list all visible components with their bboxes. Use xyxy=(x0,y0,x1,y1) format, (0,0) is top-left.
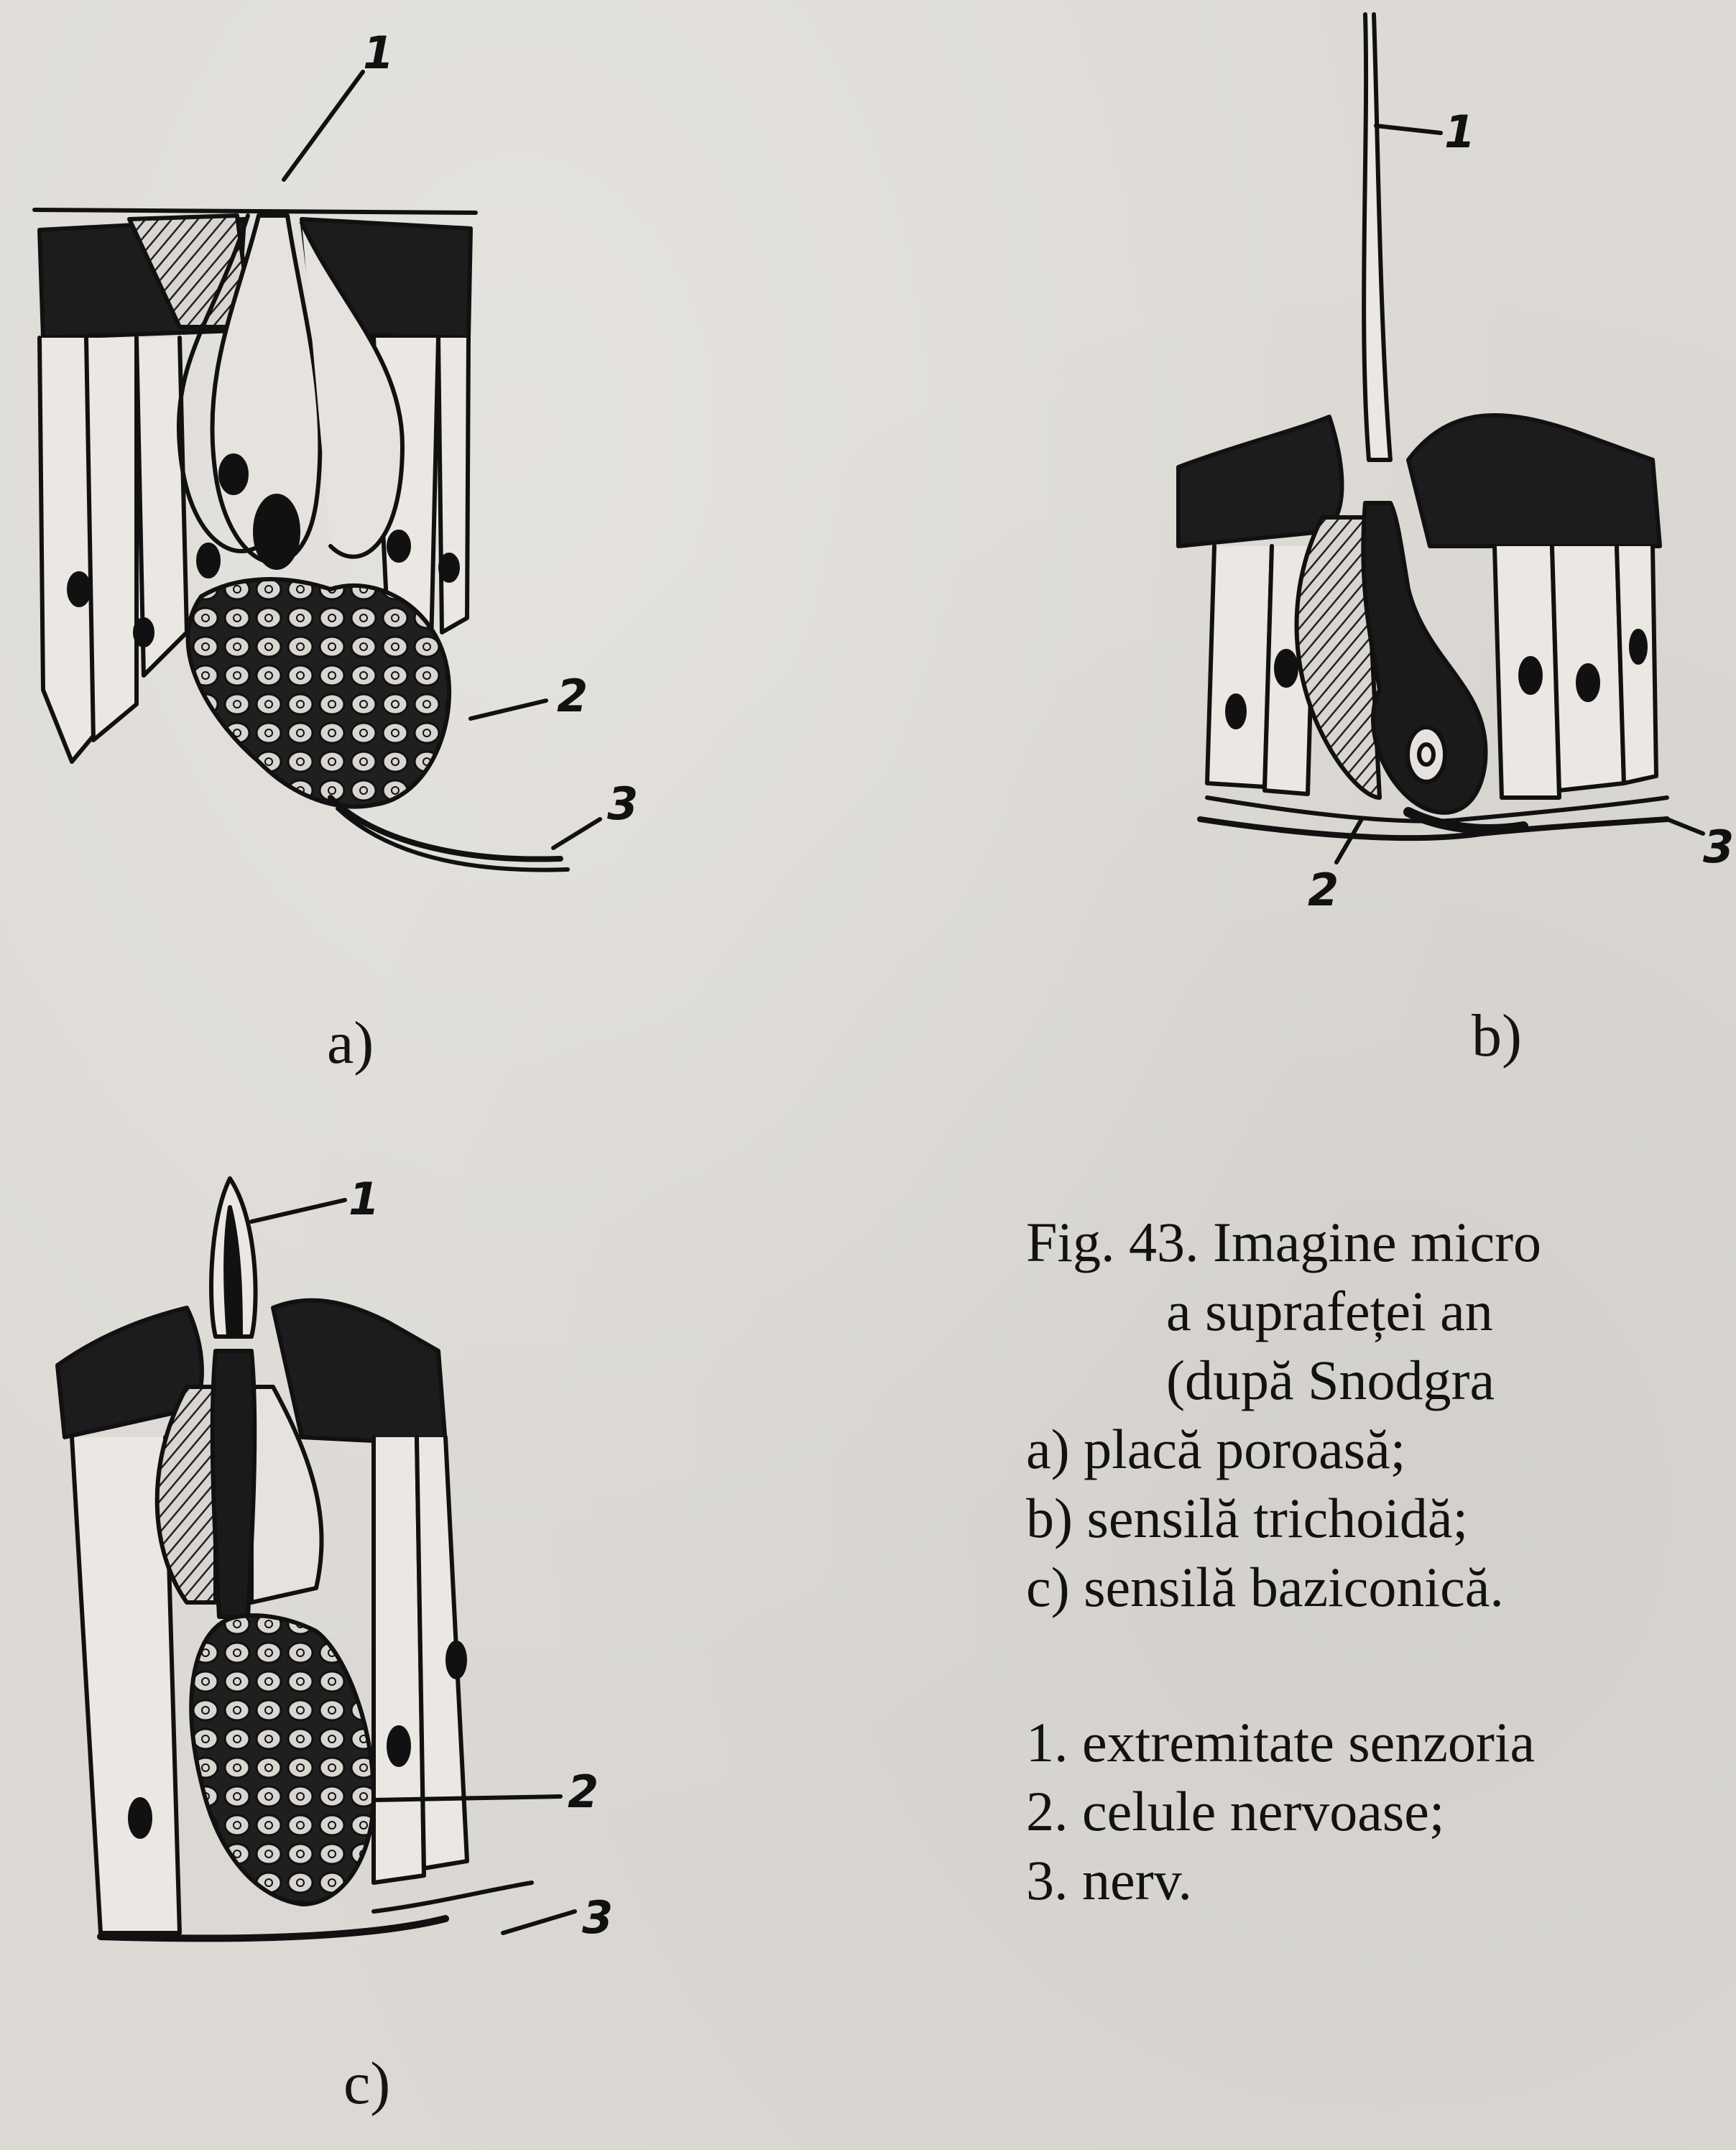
legend-item-2: 2. celule nervoase; xyxy=(1026,1784,1541,1853)
panel-c-cuticle-right xyxy=(273,1301,445,1444)
panel-c-callout-2: 2 xyxy=(568,1766,599,1818)
panel-a-callout-3: 3 xyxy=(607,778,638,830)
caption-line-3: (după Snodgra xyxy=(1026,1352,1541,1421)
caption-item-a: a) placă poroasă; xyxy=(1026,1421,1541,1490)
panel-c-callout-3: 3 xyxy=(582,1891,613,1944)
figure-caption: Fig. 43. Imagine micro a suprafeței an (… xyxy=(1026,1214,1541,1921)
caption-item-c: c) sensilă baziconică. xyxy=(1026,1559,1541,1628)
panel-a-callout-2: 2 xyxy=(557,670,588,722)
caption-line-2: a suprafeței an xyxy=(1026,1283,1541,1352)
panel-b-callout-1-line xyxy=(1376,126,1441,133)
legend-item-1: 1. extremitate senzoria xyxy=(1026,1715,1541,1784)
panel-a-label: a) xyxy=(327,1013,374,1074)
panel-b-callout-1: 1 xyxy=(1444,106,1475,158)
panel-a-cuticle-line xyxy=(34,210,476,213)
panel-c-nerve-cells xyxy=(191,1615,374,1904)
panel-c-label: c) xyxy=(343,2054,390,2114)
panel-c-drawing xyxy=(57,1178,575,1938)
panel-b-hair xyxy=(1364,14,1390,460)
panel-a-callout-2-line xyxy=(471,701,546,719)
panel-b-callout-2-line xyxy=(1336,819,1362,862)
panel-b-callout-2: 2 xyxy=(1308,864,1339,916)
panel-a-callout-1: 1 xyxy=(363,27,394,79)
panel-b-drawing xyxy=(1178,14,1703,862)
legend-item-3: 3. nerv. xyxy=(1026,1853,1541,1921)
panel-b-callout-3-line xyxy=(1667,819,1703,834)
caption-title: Fig. 43. Imagine micro xyxy=(1026,1214,1541,1283)
caption-spacer xyxy=(1026,1628,1541,1715)
panel-a-drawing xyxy=(34,72,600,870)
panel-a-nerve-cells xyxy=(188,579,450,806)
panel-c-callout-1: 1 xyxy=(348,1173,379,1225)
caption-item-b: b) sensilă trichoidă; xyxy=(1026,1490,1541,1559)
panel-c-callout-3-line xyxy=(503,1911,575,1933)
panel-b-cuticle-right xyxy=(1408,415,1660,546)
panel-b-label: b) xyxy=(1472,1006,1522,1066)
panel-c-callout-1-line xyxy=(251,1200,345,1222)
panel-a-callout-1-line xyxy=(284,72,363,180)
panel-a-callout-3-line xyxy=(553,819,600,848)
panel-b-callout-3: 3 xyxy=(1703,821,1734,873)
